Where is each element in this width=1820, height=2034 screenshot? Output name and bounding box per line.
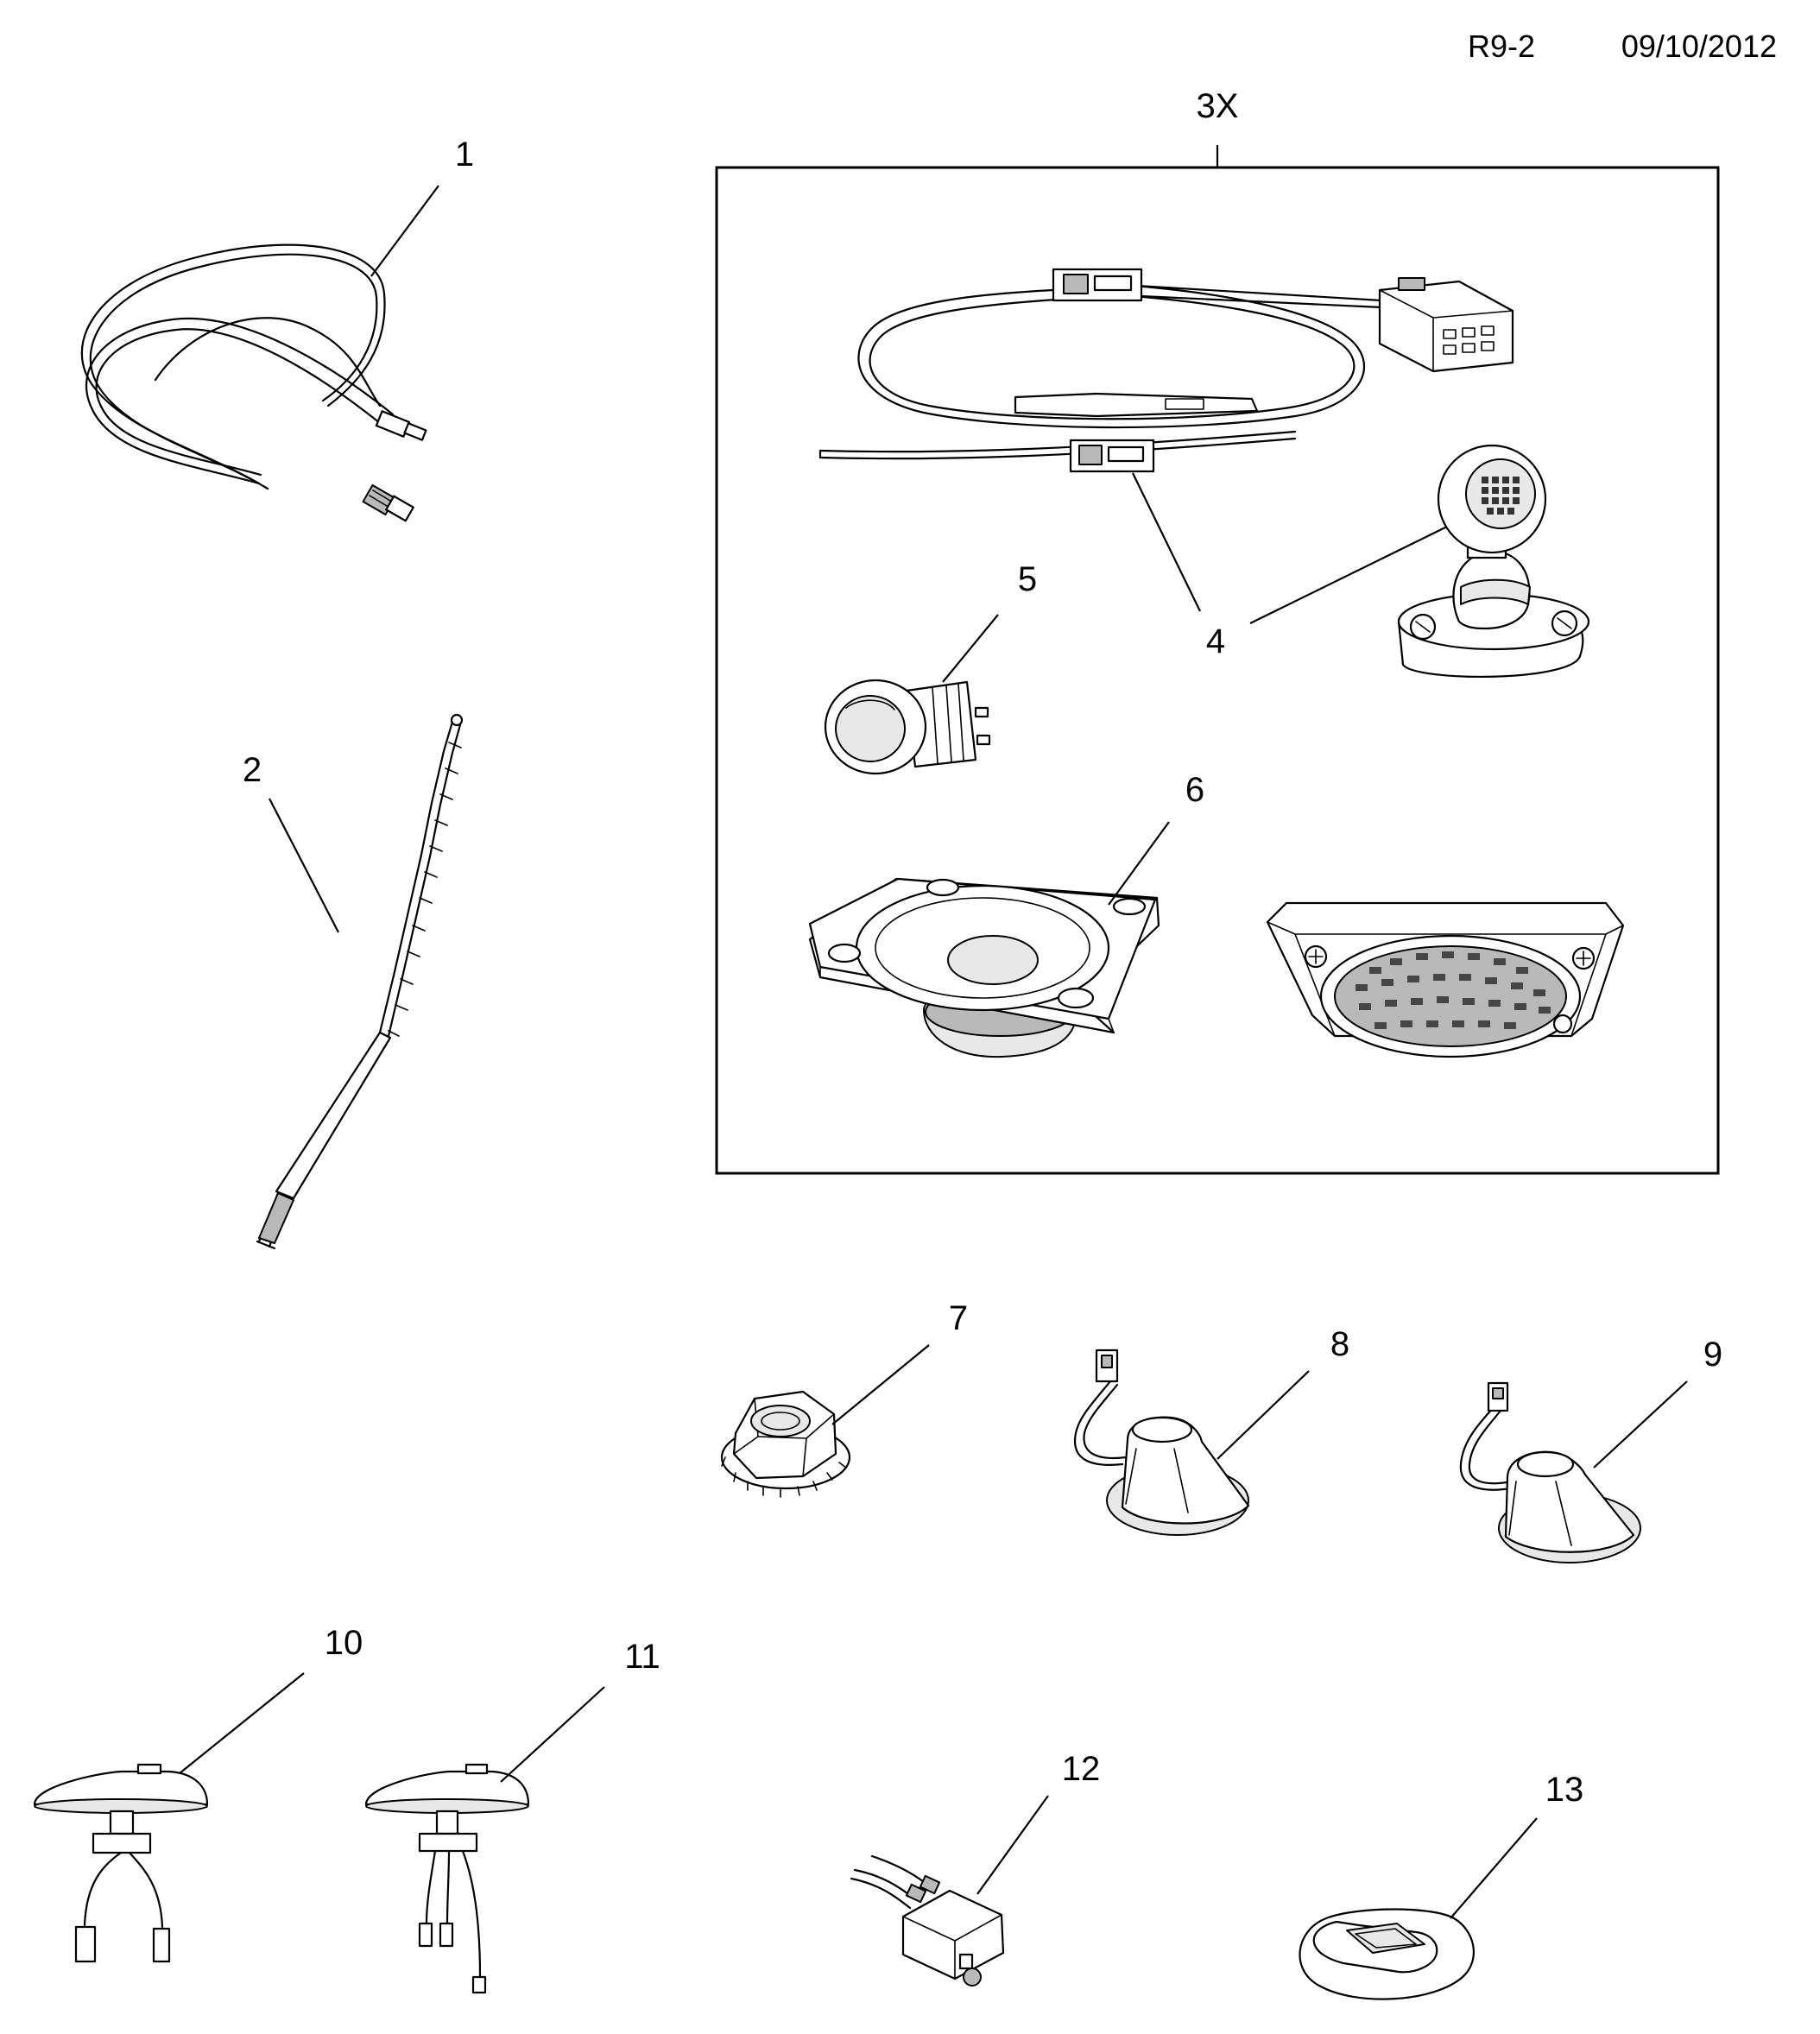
leader-9	[1593, 1380, 1688, 1469]
part-10-roof-antenna[interactable]	[33, 1763, 209, 1963]
callout-9: 9	[1703, 1336, 1722, 1374]
leader-10	[179, 1672, 305, 1774]
leader-2	[269, 798, 339, 933]
leader-4b	[1249, 526, 1448, 624]
leader-7	[831, 1344, 930, 1425]
part-8-cone-antenna[interactable]	[1073, 1349, 1250, 1536]
leader-6	[1108, 821, 1170, 906]
leader-12	[976, 1795, 1049, 1895]
leader-5	[942, 614, 999, 683]
callout-12: 12	[1062, 1750, 1101, 1788]
leader-4a	[1132, 472, 1201, 612]
sheet-code: R9-2	[1468, 28, 1535, 64]
kit-group-label: 3X	[1197, 87, 1239, 125]
callout-13: 13	[1545, 1771, 1584, 1809]
leader-8	[1216, 1370, 1310, 1460]
part-7-lock-nut[interactable]	[720, 1390, 851, 1498]
callout-11: 11	[624, 1638, 660, 1676]
part-6-speaker-grille[interactable]	[1266, 901, 1625, 1058]
kit-group-frame	[715, 166, 1720, 1175]
callout-1: 1	[455, 136, 474, 174]
part-4-wiring-harness[interactable]	[818, 268, 1514, 473]
leader-1	[370, 185, 439, 277]
sheet-date: 09/10/2012	[1621, 28, 1777, 64]
part-9-cone-antenna[interactable]	[1459, 1381, 1641, 1563]
callout-8: 8	[1330, 1325, 1349, 1363]
callout-10: 10	[325, 1624, 363, 1662]
part-13-seal-pad[interactable]	[1299, 1908, 1475, 2000]
callout-2: 2	[243, 751, 262, 789]
callout-6: 6	[1185, 771, 1204, 809]
callout-5: 5	[1018, 560, 1037, 598]
callout-4: 4	[1206, 622, 1225, 660]
leader-13	[1450, 1817, 1538, 1919]
part-2-antenna-mast[interactable]	[256, 713, 464, 1250]
leader-11	[500, 1686, 605, 1783]
part-1-antenna-cable[interactable]	[80, 243, 427, 522]
part-4-microphone[interactable]	[1397, 444, 1590, 679]
part-11-roof-antenna[interactable]	[364, 1763, 530, 1994]
part-5-push-button[interactable]	[824, 679, 991, 775]
callout-7: 7	[949, 1299, 968, 1337]
part-6-speaker[interactable]	[808, 877, 1160, 1058]
part-12-splitter[interactable]	[850, 1854, 1005, 1987]
